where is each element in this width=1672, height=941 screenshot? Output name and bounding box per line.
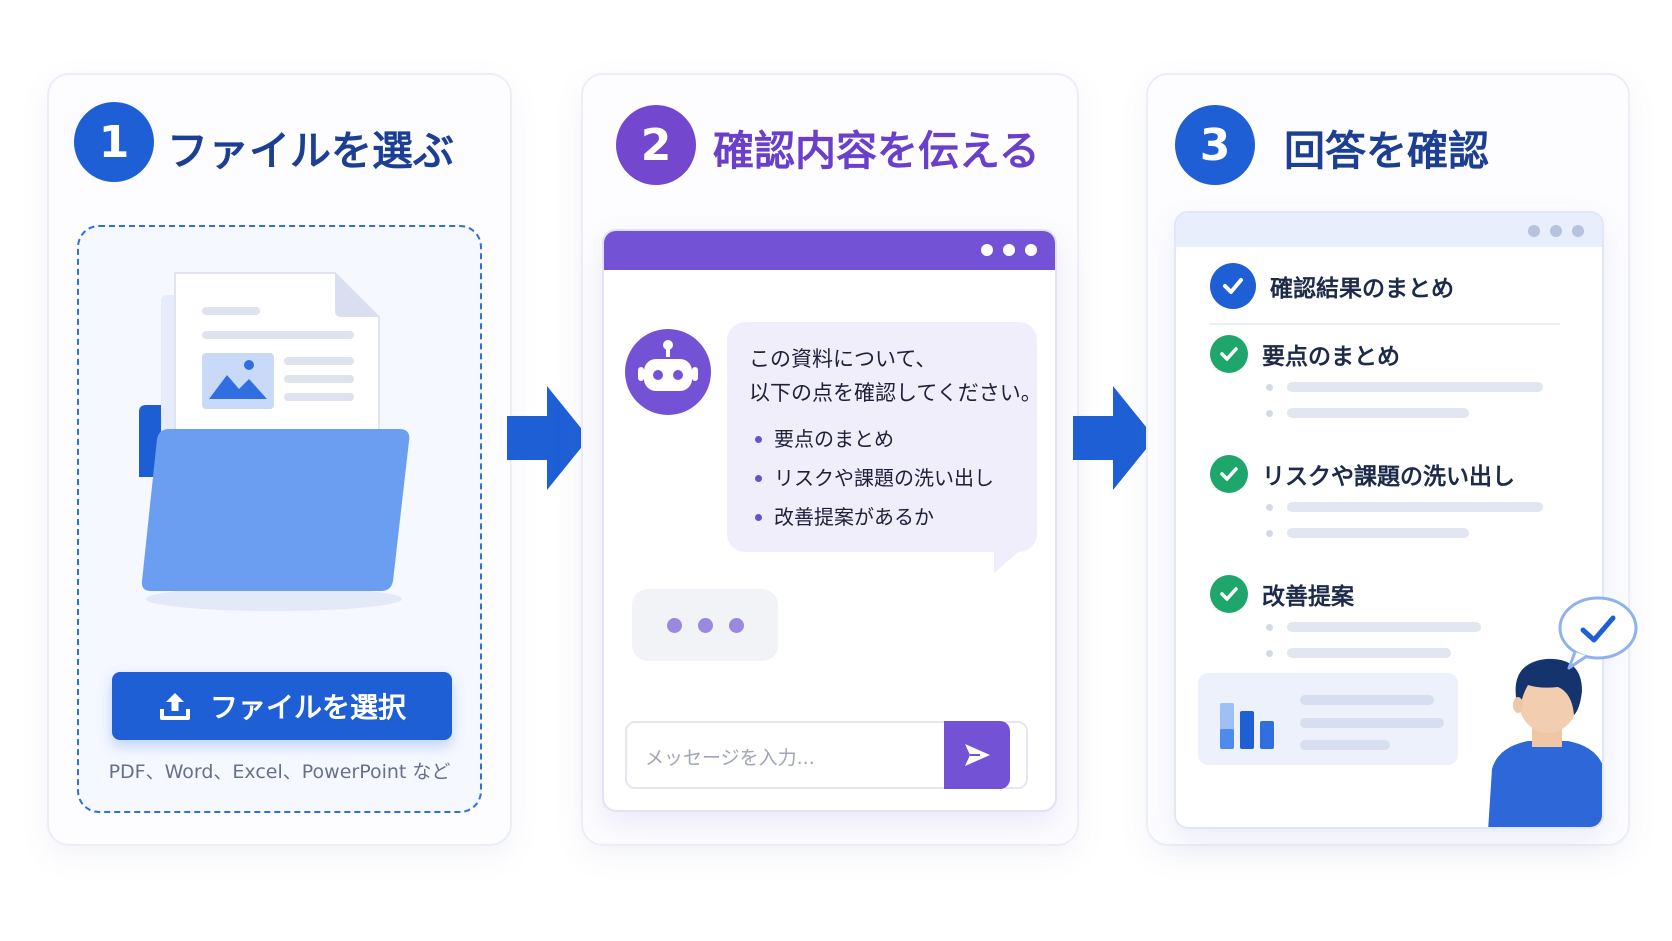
step-1-panel: 1 ファイルを選ぶ ファイルを選択 PDF、Word、E bbox=[47, 73, 512, 846]
result-titlebar bbox=[1176, 213, 1602, 247]
bubble-tail bbox=[994, 549, 1022, 573]
list-item: 改善提案があるか bbox=[749, 498, 1019, 537]
window-dots bbox=[1528, 225, 1584, 237]
upload-icon bbox=[159, 693, 190, 720]
step-2-badge: 2 bbox=[616, 105, 696, 185]
result-item: 要点のまとめ bbox=[1210, 335, 1400, 373]
result-item: 改善提案 bbox=[1210, 575, 1354, 613]
step-2-panel: 2 確認内容を伝える この資料について、 以下の点を確認してください。 要点のま… bbox=[581, 73, 1079, 846]
summary-header: 確認結果のまとめ bbox=[1210, 263, 1454, 309]
chat-window: この資料について、 以下の点を確認してください。 要点のまとめ リスクや課題の洗… bbox=[602, 229, 1057, 812]
robot-avatar bbox=[625, 329, 711, 415]
request-message-bubble: この資料について、 以下の点を確認してください。 要点のまとめ リスクや課題の洗… bbox=[727, 322, 1042, 552]
result-window: 確認結果のまとめ 要点のまとめ リスクや課題の洗い出し 改善提案 bbox=[1174, 211, 1604, 829]
result-item: リスクや課題の洗い出し bbox=[1210, 455, 1515, 493]
person-icon bbox=[1488, 658, 1602, 827]
robot-icon bbox=[638, 340, 698, 391]
message-line-1: この資料について、 bbox=[749, 347, 937, 371]
divider bbox=[1210, 323, 1560, 325]
folder-icon bbox=[139, 272, 410, 611]
step-3-panel: 3 回答を確認 確認結果のまとめ 要点のまとめ リスクや課題の洗い出し bbox=[1146, 73, 1630, 846]
select-file-label: ファイルを選択 bbox=[209, 691, 406, 724]
request-bullet-list: 要点のまとめ リスクや課題の洗い出し 改善提案があるか bbox=[749, 420, 1019, 537]
placeholder-line bbox=[1266, 528, 1469, 538]
send-icon bbox=[965, 744, 990, 766]
check-icon bbox=[1210, 575, 1248, 613]
step-2-title: 確認内容を伝える bbox=[713, 127, 1040, 175]
result-item-label: 改善提案 bbox=[1262, 584, 1354, 610]
send-button[interactable] bbox=[944, 721, 1010, 789]
placeholder-line bbox=[1266, 622, 1481, 632]
step-1-badge: 1 bbox=[74, 102, 154, 182]
step-1-title: ファイルを選ぶ bbox=[167, 127, 454, 175]
check-icon bbox=[1210, 263, 1256, 309]
supported-formats: PDF、Word、Excel、PowerPoint など bbox=[108, 761, 451, 783]
select-file-button[interactable]: ファイルを選択 bbox=[112, 672, 452, 740]
placeholder-line bbox=[1266, 502, 1543, 512]
check-icon bbox=[1210, 335, 1248, 373]
step-3-badge: 3 bbox=[1175, 105, 1255, 185]
check-icon bbox=[1210, 455, 1248, 493]
arrow-right-icon bbox=[1073, 386, 1155, 490]
message-line-2: 以下の点を確認してください。 bbox=[749, 381, 1042, 405]
arrow-right-icon bbox=[507, 386, 589, 490]
typing-indicator bbox=[632, 589, 778, 661]
approval-check-icon bbox=[1558, 596, 1638, 670]
result-item-label: 要点のまとめ bbox=[1262, 344, 1400, 370]
placeholder-line bbox=[1266, 648, 1451, 658]
document-icon bbox=[335, 273, 379, 317]
placeholder-line bbox=[1266, 382, 1543, 392]
chat-titlebar bbox=[604, 231, 1055, 270]
window-dots bbox=[981, 244, 1037, 256]
report-card bbox=[1198, 673, 1458, 765]
step-3-title: 回答を確認 bbox=[1284, 127, 1489, 175]
placeholder-line bbox=[1266, 408, 1469, 418]
summary-title: 確認結果のまとめ bbox=[1270, 276, 1454, 302]
file-dropzone[interactable]: ファイルを選択 PDF、Word、Excel、PowerPoint など bbox=[77, 225, 482, 813]
message-input-placeholder: メッセージを入力... bbox=[645, 747, 815, 769]
result-item-label: リスクや課題の洗い出し bbox=[1262, 464, 1515, 490]
list-item: 要点のまとめ bbox=[749, 420, 1019, 459]
bar-chart-icon bbox=[1220, 703, 1274, 749]
list-item: リスクや課題の洗い出し bbox=[749, 459, 1019, 498]
